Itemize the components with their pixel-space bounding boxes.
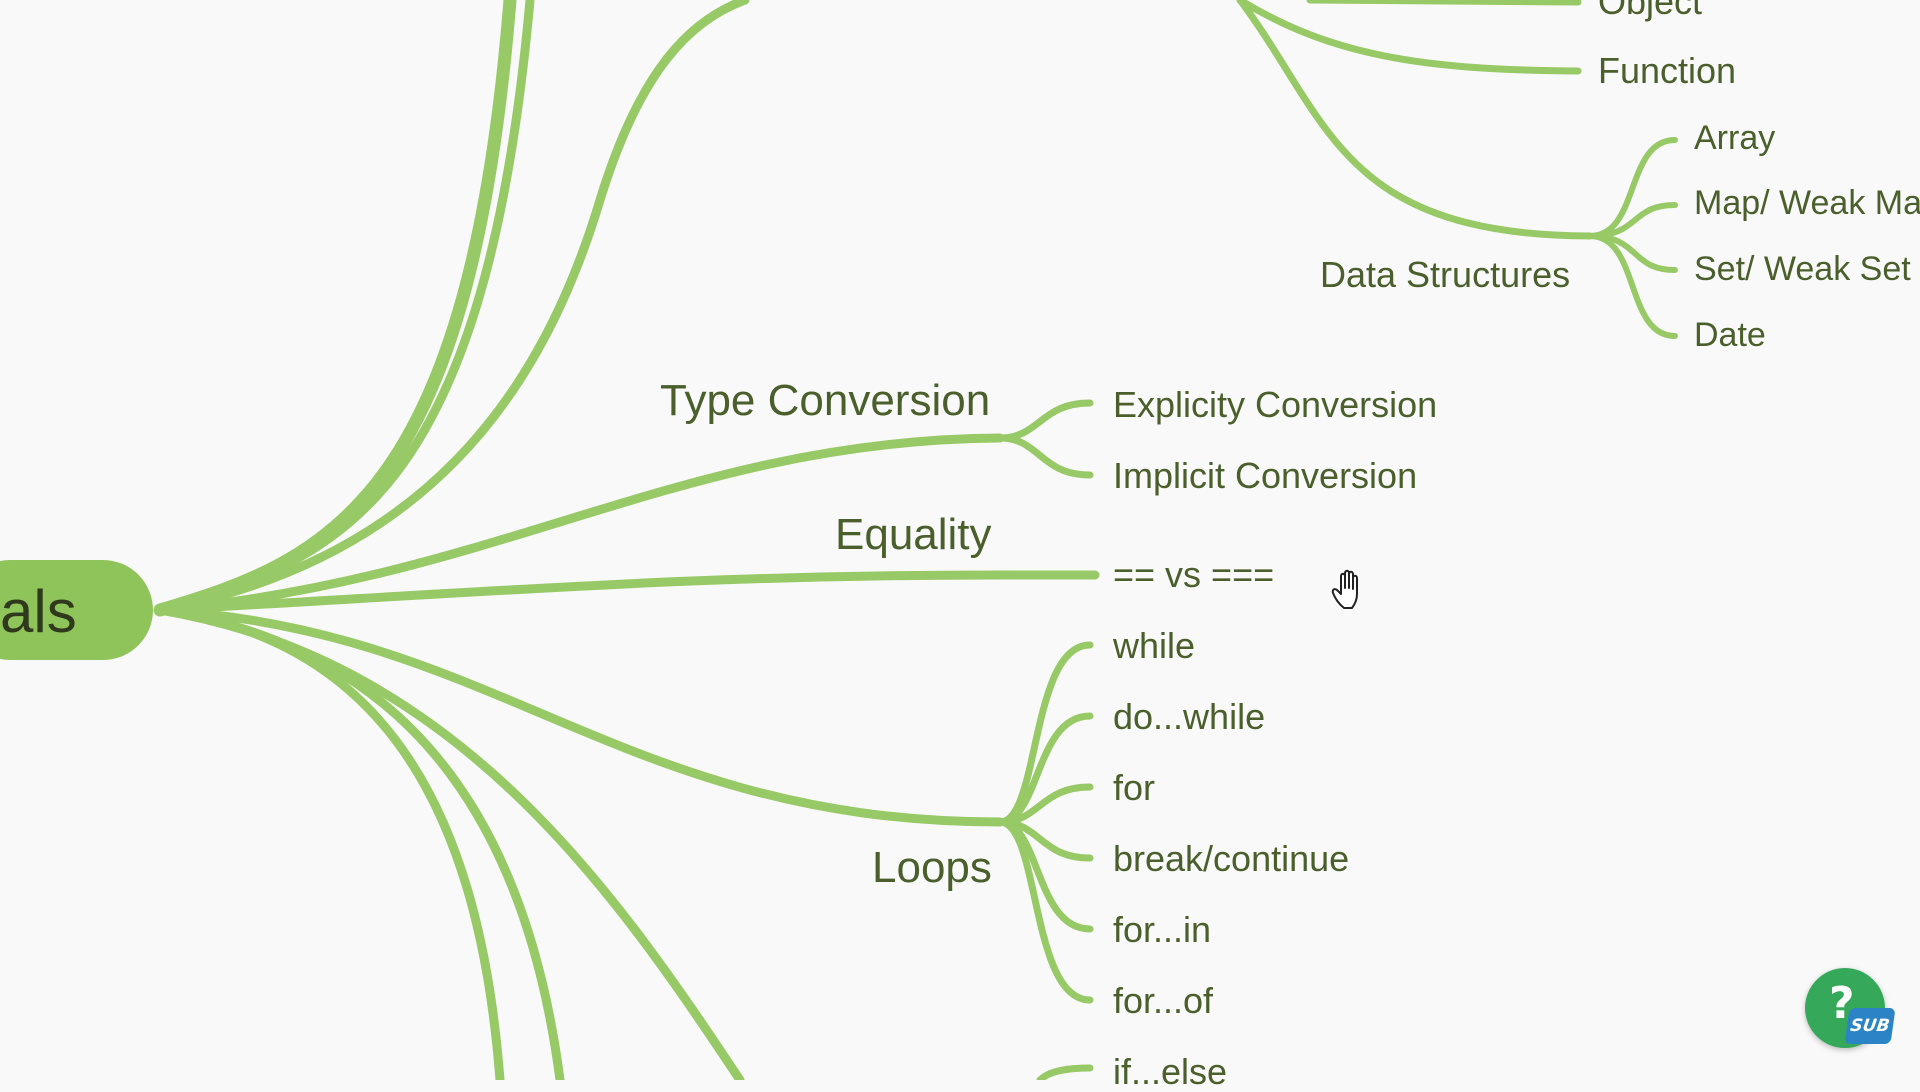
branch-trunk-up-1 [153, 0, 517, 617]
root-node-label: als [0, 578, 77, 645]
edge-for-in [996, 818, 1094, 933]
branch-data-structures [1236, 0, 1594, 240]
node-for-of[interactable]: for...of [1113, 980, 1214, 1021]
node-break-continue[interactable]: break/continue [1113, 838, 1350, 879]
node-explicity-conversion[interactable]: Explicity Conversion [1113, 384, 1438, 425]
branch-upper [155, 0, 750, 615]
node-function[interactable]: Function [1598, 50, 1737, 91]
edge-object [1306, 0, 1582, 6]
node-object[interactable]: Object [1598, 0, 1703, 22]
edge-function [1236, 0, 1582, 75]
branch-equality [155, 570, 1005, 615]
edge-for-of [996, 818, 1094, 1004]
branch-type-conversion [155, 433, 1005, 615]
node-for[interactable]: for [1113, 767, 1156, 808]
node-data-structures[interactable]: Data Structures [1320, 254, 1571, 295]
edge-implicit-conversion [996, 434, 1094, 479]
node-date[interactable]: Date [1694, 316, 1766, 354]
edge-if-else [1036, 1064, 1094, 1080]
edge-explicity-conversion [996, 399, 1094, 442]
node-loops[interactable]: Loops [872, 843, 992, 892]
node-array[interactable]: Array [1694, 119, 1776, 157]
node-implicit-conversion[interactable]: Implicit Conversion [1113, 455, 1418, 496]
node-map-weak-map[interactable]: Map/ Weak Ma [1694, 184, 1920, 222]
node-set-weak-set[interactable]: Set/ Weak Set [1694, 250, 1911, 288]
help-button[interactable]: ? SUB [1805, 968, 1896, 1048]
edge-date [1587, 233, 1678, 339]
branch-loops [155, 605, 1005, 827]
edge-while [996, 641, 1094, 826]
hand-pointer-icon [1331, 569, 1358, 609]
branch-trunk-up-2 [155, 0, 535, 615]
root-node[interactable] [0, 560, 153, 660]
node-equality-operators[interactable]: == vs === [1113, 554, 1275, 595]
node-type-conversion[interactable]: Type Conversion [660, 376, 991, 425]
branch-down-1 [155, 605, 505, 1080]
sub-badge: SUB [1844, 1008, 1896, 1044]
edge-do-while [996, 712, 1094, 826]
branch-down-3 [155, 605, 745, 1080]
node-while[interactable]: while [1113, 625, 1196, 666]
node-equality[interactable]: Equality [835, 510, 992, 559]
node-for-in[interactable]: for...in [1113, 909, 1212, 950]
node-if-else[interactable]: if...else [1113, 1051, 1228, 1092]
node-do-while[interactable]: do...while [1113, 696, 1266, 737]
